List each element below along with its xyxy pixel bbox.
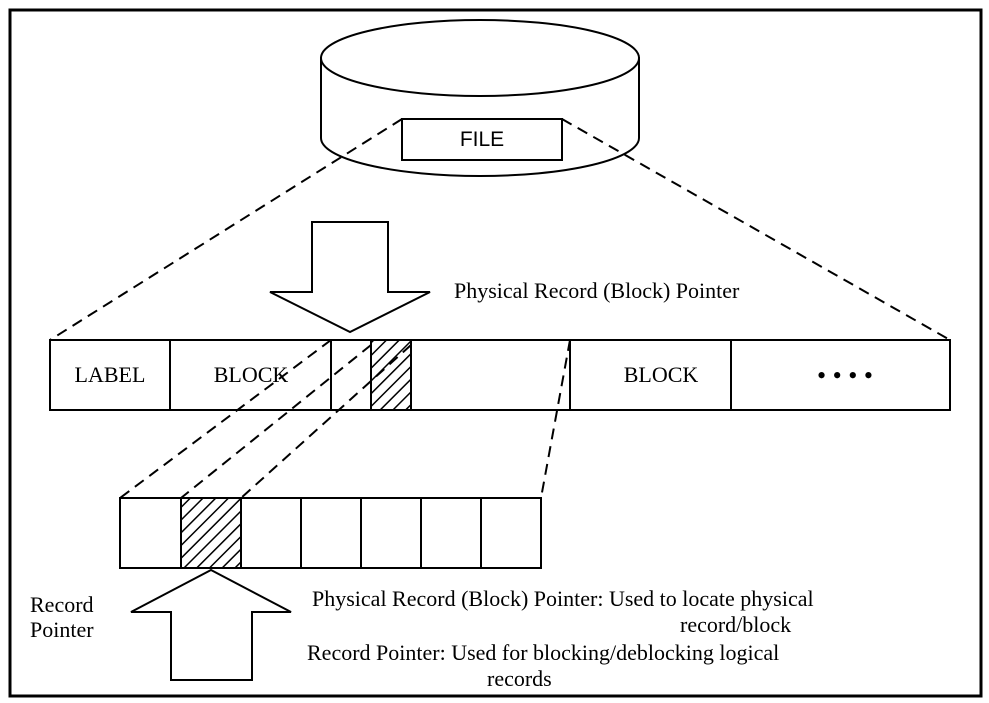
outer-frame	[8, 8, 983, 698]
record-zoom-line-2	[180, 344, 372, 499]
tape-cell-label: LABEL	[75, 362, 146, 387]
tape-strip: LABEL BLOCK BLOCK • • • •	[49, 339, 951, 411]
down-arrow-icon	[269, 221, 431, 334]
record-pointer-label-line1: Record	[30, 592, 94, 617]
legend-block-pointer-line1: Physical Record (Block) Pointer: Used to…	[312, 586, 814, 611]
tape-cell-ellipsis: • • • •	[817, 361, 873, 390]
up-arrow-icon	[130, 568, 292, 681]
hatched-record-cell	[180, 497, 242, 569]
zoom-line-right	[561, 118, 951, 341]
tape-cell-block-1: BLOCK	[214, 362, 289, 387]
record-zoom-line-1	[119, 339, 332, 499]
block-pointer-label: Physical Record (Block) Pointer	[454, 278, 740, 303]
legend-record-pointer-line1: Record Pointer: Used for blocking/debloc…	[307, 640, 779, 665]
file-box: FILE	[401, 118, 563, 161]
record-zoom-line-4	[540, 339, 571, 499]
legend-record-pointer-line2: records	[487, 666, 552, 691]
zoom-line-left	[49, 118, 403, 341]
file-label: FILE	[460, 128, 504, 151]
record-strip	[119, 497, 542, 569]
disk-cylinder-icon	[320, 19, 640, 177]
tape-cell-block-2: BLOCK	[624, 362, 699, 387]
record-zoom-line-3	[240, 344, 412, 499]
legend-block-pointer-line2: record/block	[680, 612, 791, 637]
record-pointer-label-line2: Pointer	[30, 617, 94, 642]
